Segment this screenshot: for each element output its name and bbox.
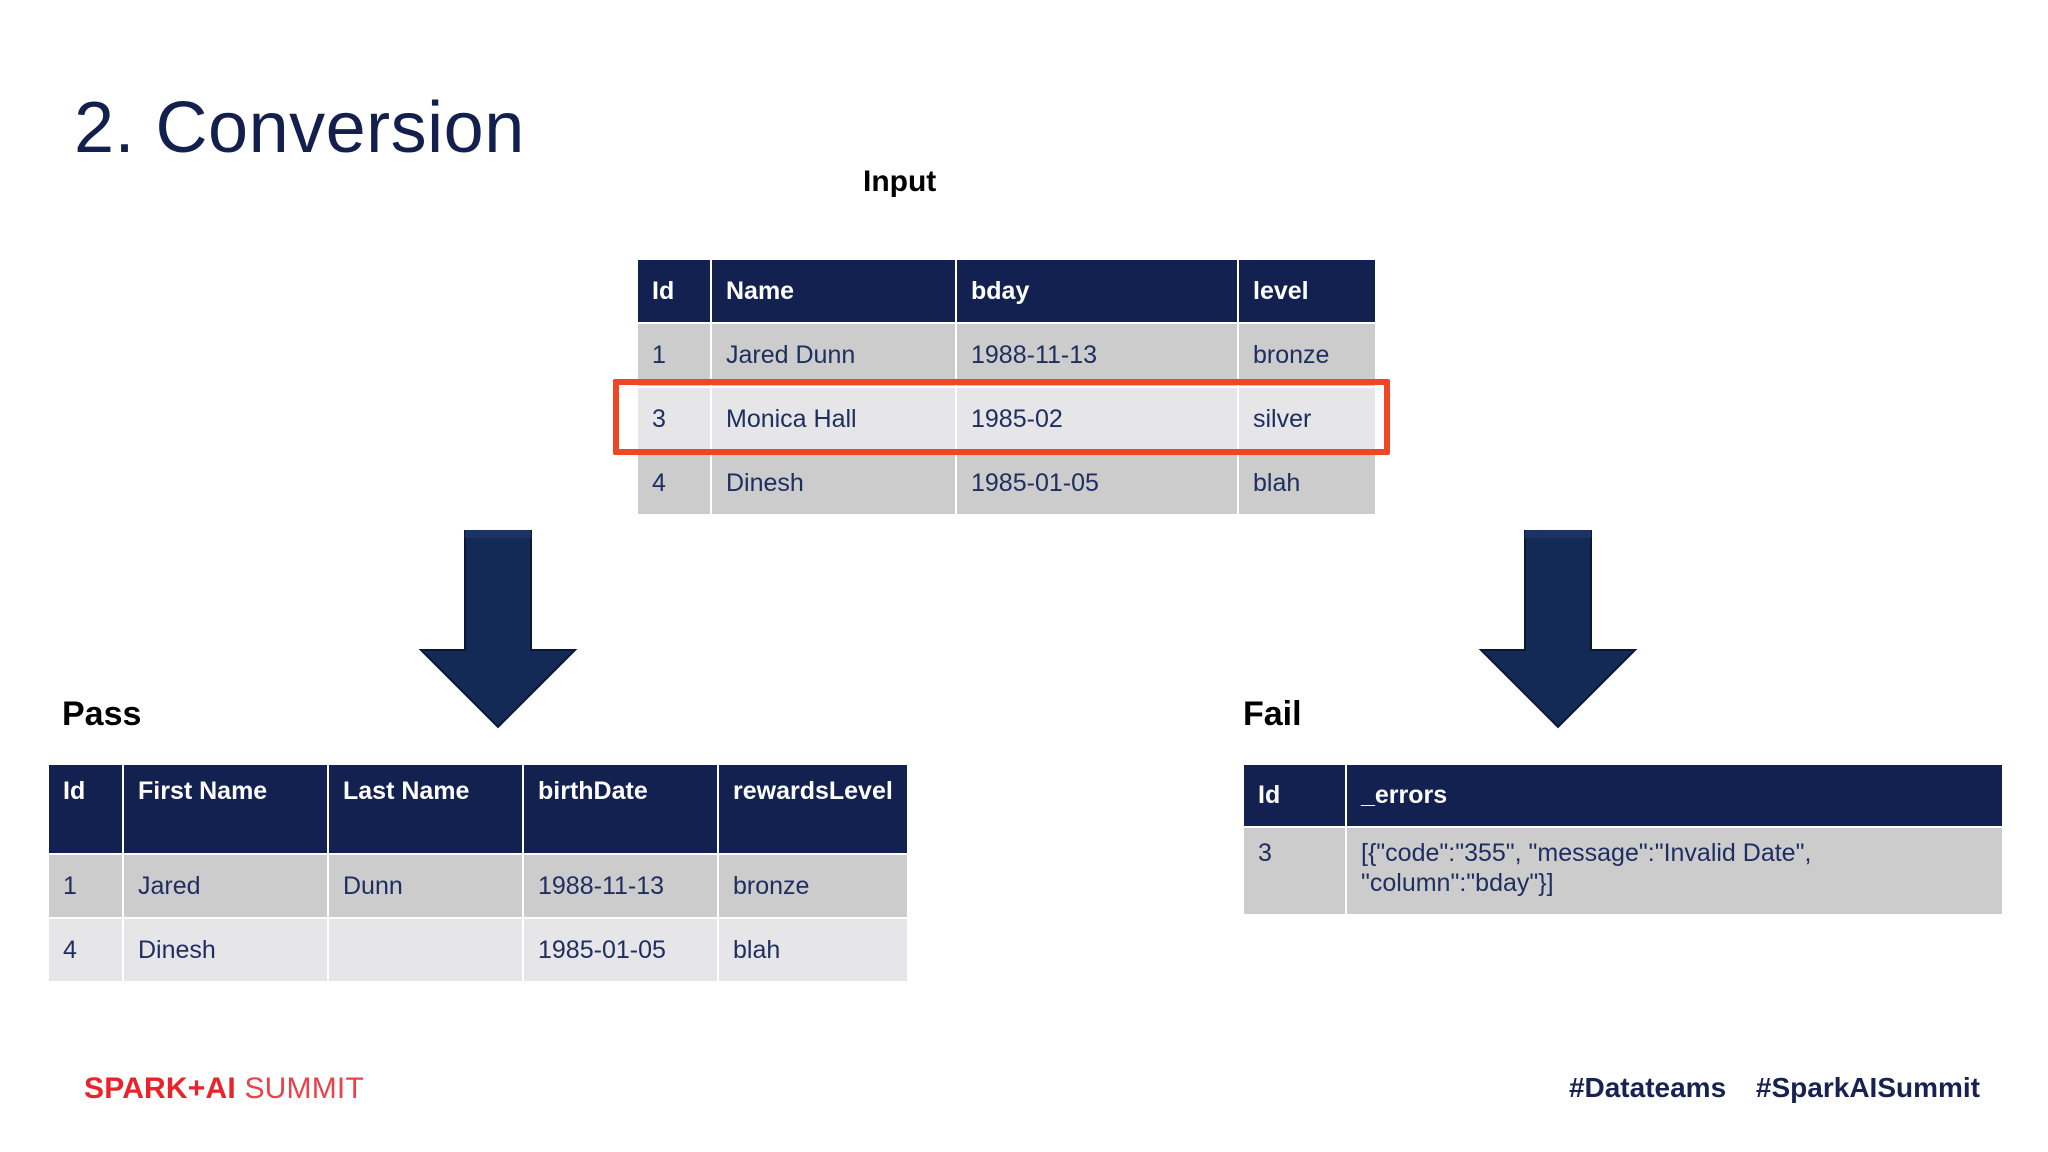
table-header-row: Id Name bday level xyxy=(638,260,1375,322)
page-title: 2. Conversion xyxy=(74,88,525,168)
cell-first-name: Jared xyxy=(124,855,327,917)
hashtag-datateams: #Datateams xyxy=(1568,1072,1727,1103)
cell-bday: 1988-11-13 xyxy=(957,324,1237,386)
table-row: 3 [{"code":"355", "message":"Invalid Dat… xyxy=(1244,828,2002,914)
cell-bday: 1985-01-05 xyxy=(957,452,1237,514)
cell-level: blah xyxy=(1239,452,1375,514)
input-section-label: Input xyxy=(863,165,937,198)
table-row: 1 Jared Dunn 1988-11-13 bronze xyxy=(49,855,907,917)
column-header-last-name: Last Name xyxy=(329,765,522,853)
logo-light-text: SUMMIT xyxy=(244,1072,364,1105)
cell-name: Jared Dunn xyxy=(712,324,955,386)
table-header-row: Id _errors xyxy=(1244,765,2002,826)
hashtag-sparkaisummit: #SparkAISummit xyxy=(1755,1072,1980,1103)
cell-rewardslevel: blah xyxy=(719,919,907,981)
column-header-bday: bday xyxy=(957,260,1237,322)
logo-bold-text: SPARK+AI xyxy=(84,1072,236,1105)
column-header-errors: _errors xyxy=(1347,765,2002,826)
column-header-rewardslevel: rewardsLevel xyxy=(719,765,907,853)
cell-first-name: Dinesh xyxy=(124,919,327,981)
cell-birthdate: 1988-11-13 xyxy=(524,855,717,917)
column-header-id: Id xyxy=(638,260,710,322)
cell-id: 1 xyxy=(638,324,710,386)
input-table: Id Name bday level 1 Jared Dunn 1988-11-… xyxy=(636,258,1377,516)
column-header-id: Id xyxy=(49,765,122,853)
cell-level: bronze xyxy=(1239,324,1375,386)
pass-section-label: Pass xyxy=(62,695,142,733)
footer-hashtags: #Datateams #SparkAISummit xyxy=(1569,1072,1980,1104)
table-header-row: Id First Name Last Name birthDate reward… xyxy=(49,765,907,853)
column-header-level: level xyxy=(1239,260,1375,322)
cell-id: 4 xyxy=(638,452,710,514)
cell-last-name: Dunn xyxy=(329,855,522,917)
table-row: 1 Jared Dunn 1988-11-13 bronze xyxy=(638,324,1375,386)
cell-last-name xyxy=(329,919,522,981)
cell-bday: 1985-02 xyxy=(957,388,1237,450)
pass-table: Id First Name Last Name birthDate reward… xyxy=(47,763,909,983)
table-row: 4 Dinesh 1985-01-05 blah xyxy=(49,919,907,981)
fail-section-label: Fail xyxy=(1243,695,1302,733)
cell-birthdate: 1985-01-05 xyxy=(524,919,717,981)
cell-errors: [{"code":"355", "message":"Invalid Date"… xyxy=(1347,828,2002,914)
spark-ai-summit-logo: SPARK+AI SUMMIT xyxy=(84,1072,364,1106)
table-row: 4 Dinesh 1985-01-05 blah xyxy=(638,452,1375,514)
cell-level: silver xyxy=(1239,388,1375,450)
fail-table: Id _errors 3 [{"code":"355", "message":"… xyxy=(1242,763,2004,916)
column-header-id: Id xyxy=(1244,765,1345,826)
cell-id: 1 xyxy=(49,855,122,917)
column-header-first-name: First Name xyxy=(124,765,327,853)
cell-name: Monica Hall xyxy=(712,388,955,450)
cell-id: 4 xyxy=(49,919,122,981)
column-header-name: Name xyxy=(712,260,955,322)
column-header-birthdate: birthDate xyxy=(524,765,717,853)
cell-id: 3 xyxy=(1244,828,1345,914)
cell-name: Dinesh xyxy=(712,452,955,514)
cell-rewardslevel: bronze xyxy=(719,855,907,917)
table-row-highlighted: 3 Monica Hall 1985-02 silver xyxy=(638,388,1375,450)
cell-id: 3 xyxy=(638,388,710,450)
